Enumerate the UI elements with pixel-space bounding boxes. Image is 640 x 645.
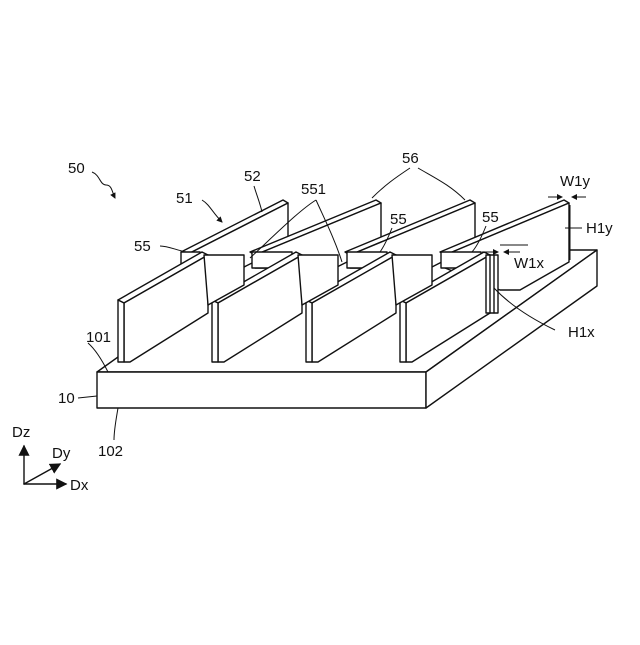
label-55-left: 55 [134,238,151,255]
coordinate-axes: Dz Dy Dx [12,424,89,494]
axis-z-label: Dz [12,424,30,441]
label-51: 51 [176,190,193,207]
label-56: 56 [402,150,419,167]
label-101: 101 [86,329,111,346]
leader-10 [78,396,97,398]
label-52: 52 [244,168,261,185]
leader-56b [418,168,465,200]
label-55-right: 55 [482,209,499,226]
axis-y-arrow [24,464,60,484]
label-10: 10 [58,390,75,407]
leader-51 [202,200,222,222]
label-W1y: W1y [560,173,591,190]
substrate-front-face [97,372,426,408]
leader-50 [92,172,115,198]
leader-102 [114,408,118,440]
axis-y-label: Dy [52,445,71,462]
label-H1y: H1y [586,220,613,237]
leader-52 [254,186,262,212]
label-551: 551 [301,181,326,198]
leader-55a [160,246,186,252]
label-H1x: H1x [568,324,595,341]
label-W1x: W1x [514,255,545,272]
label-55-middle: 55 [390,211,407,228]
axis-x-label: Dx [70,477,89,494]
label-50: 50 [68,160,85,177]
leader-56a [372,168,410,198]
label-102: 102 [98,443,123,460]
